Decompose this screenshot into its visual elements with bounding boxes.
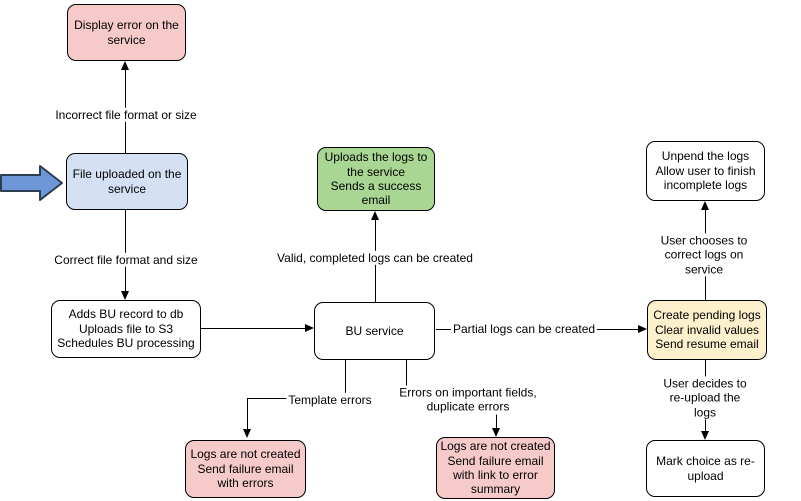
node-file-uploaded: File uploaded on the service	[66, 153, 188, 210]
edge-line-important-fields-seg1	[406, 360, 407, 391]
node-logs-not-created-summary: Logs are not created Send failure email …	[436, 437, 555, 499]
edge-line-to-bu-service	[201, 328, 306, 329]
arrowhead-down-icon	[492, 428, 500, 437]
edge-line-correct-format	[125, 210, 126, 292]
node-mark-choice-reupload: Mark choice as re- upload	[646, 440, 765, 497]
arrowhead-up-icon	[121, 61, 129, 70]
arrowhead-down-icon	[701, 431, 709, 440]
node-unpend-logs: Unpend the logs Allow user to finish inc…	[646, 141, 765, 201]
arrowhead-down-icon	[121, 291, 129, 300]
arrowhead-right-icon	[305, 324, 314, 332]
edge-label-user-decides: User decides to re-upload the logs	[657, 376, 753, 420]
node-uploads-logs-success: Uploads the logs to the service Sends a …	[317, 147, 435, 211]
edge-label-correct-format: Correct file format and size	[52, 252, 200, 268]
arrowhead-right-icon	[638, 325, 647, 333]
edge-label-template-errors: Template errors	[286, 392, 374, 408]
start-pointer-arrow-icon	[0, 165, 63, 201]
node-adds-bu-record: Adds BU record to db Uploads file to S3 …	[51, 300, 201, 358]
node-display-error: Display error on the service	[67, 4, 186, 61]
node-logs-not-created-errors: Logs are not created Send failure email …	[185, 440, 306, 498]
edge-line-template-errors-seg1	[345, 360, 346, 399]
node-create-pending-logs: Create pending logs Clear invalid values…	[647, 300, 767, 360]
arrowhead-up-icon	[701, 201, 709, 210]
edge-label-important-fields: Errors on important fields, duplicate er…	[397, 385, 539, 415]
edge-label-incorrect-format: Incorrect file format or size	[53, 107, 199, 123]
edge-label-user-chooses: User chooses to correct logs on service	[655, 233, 753, 277]
arrowhead-up-icon	[371, 211, 379, 220]
edge-label-valid-logs: Valid, completed logs can be created	[275, 250, 475, 266]
node-bu-service: BU service	[314, 302, 435, 360]
edge-line-template-errors-seg3	[247, 398, 248, 429]
edge-label-partial-logs: Partial logs can be created	[450, 321, 598, 337]
arrowhead-down-icon	[243, 429, 251, 438]
